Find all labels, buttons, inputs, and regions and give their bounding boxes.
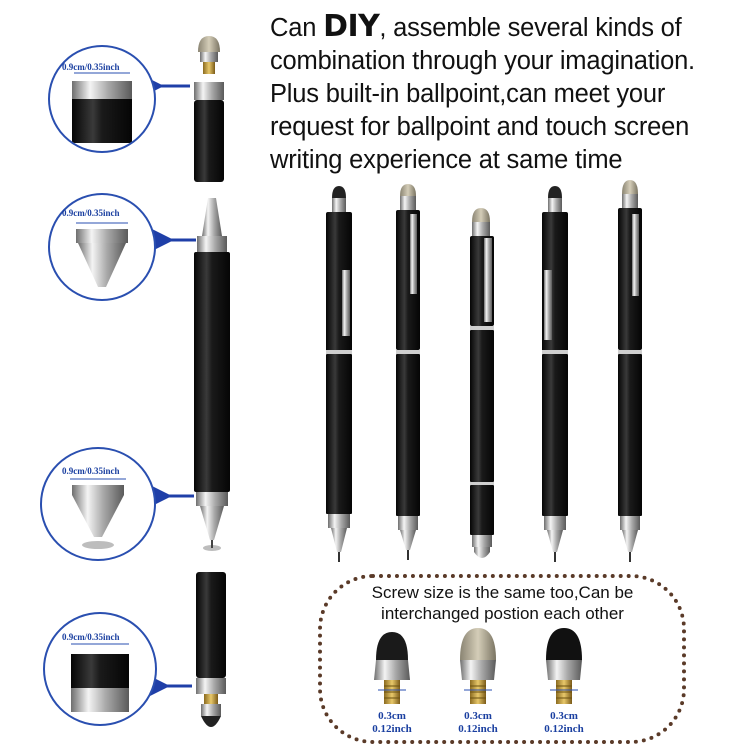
headline: Can DIY, assemble several kinds of combi… (270, 10, 740, 177)
callout-4-art (71, 643, 129, 712)
tip-rubber (374, 632, 410, 704)
callout-1-art (72, 72, 132, 143)
tip-2-size-cm: 0.3cm (464, 710, 492, 722)
callout-circle-4 (43, 612, 157, 726)
pen-2 (396, 184, 420, 560)
screw-caption-line-1: Screw size is the same too,Can be (371, 583, 634, 602)
callout-3-dimension: 0.9cm/0.35inch (62, 466, 120, 476)
pen-1 (326, 186, 352, 562)
pen-4 (542, 186, 568, 562)
tip-3-size-cm: 0.3cm (550, 710, 578, 722)
pen-5 (618, 180, 642, 562)
tip-black-rubber (546, 628, 582, 704)
tip-3-size: 0.3cm 0.12inch (534, 710, 594, 736)
pen-3 (470, 208, 494, 558)
exploded-main-body (194, 198, 230, 551)
tip-2-size-inch: 0.12inch (458, 723, 498, 735)
callout-circle-2 (48, 193, 156, 301)
tip-3-size-inch: 0.12inch (544, 723, 584, 735)
headline-line-5: writing experience at same time (270, 146, 623, 174)
exploded-rubber-cap (196, 572, 226, 727)
callout-4-dimension: 0.9cm/0.35inch (62, 632, 120, 642)
headline-word-can: Can (270, 14, 317, 42)
screw-section-caption: Screw size is the same too,Can be interc… (325, 582, 680, 624)
screw-caption-line-2: interchanged postion each other (381, 604, 624, 623)
tip-1-size-inch: 0.12inch (372, 723, 412, 735)
callout-1-dimension: 0.9cm/0.35inch (62, 62, 120, 72)
tip-2-size: 0.3cm 0.12inch (448, 710, 508, 736)
headline-line-1-rest: , assemble several kinds of (379, 14, 682, 42)
tip-mesh (460, 628, 496, 704)
callout-circle-1 (48, 45, 156, 153)
exploded-mesh-cap (194, 36, 224, 182)
tip-1-size: 0.3cm 0.12inch (362, 710, 422, 736)
headline-word-diy: DIY (323, 9, 380, 44)
headline-line-4: request for ballpoint and touch screen (270, 113, 690, 141)
callout-circle-3 (40, 447, 156, 561)
headline-line-3: Plus built-in ballpoint,can meet your (270, 80, 666, 108)
tip-1-size-cm: 0.3cm (378, 710, 406, 722)
callout-2-art (76, 222, 128, 287)
headline-line-2: combination through your imagination. (270, 47, 695, 75)
headline-line-1: Can DIY, assemble several kinds of (270, 10, 740, 45)
screw-section-border (318, 574, 686, 744)
callout-2-dimension: 0.9cm/0.35inch (62, 208, 120, 218)
callout-3-art (70, 478, 126, 549)
